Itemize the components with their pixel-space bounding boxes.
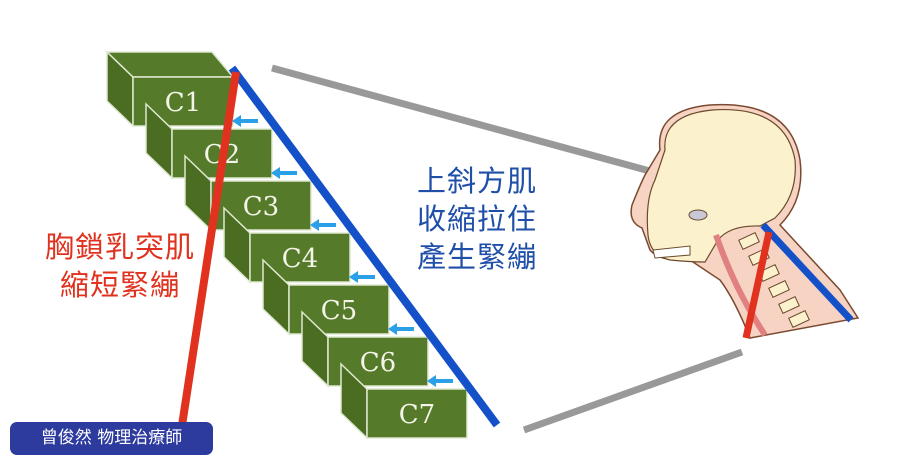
scm-label-line: 胸鎖乳突肌	[44, 230, 195, 264]
vertebra-block: C1	[105, 50, 235, 128]
arrow-left-icon	[349, 271, 375, 283]
trapezius-label-line: 產生緊繃	[416, 240, 537, 274]
vertebra-label: C6	[360, 348, 396, 378]
scm-label-line: 縮短緊繃	[59, 268, 180, 302]
arrow-left-icon	[232, 115, 258, 127]
scm-label: 胸鎖乳突肌 縮短緊繃	[40, 228, 200, 304]
trapezius-label-line: 上斜方肌	[416, 164, 537, 198]
arrow-left-icon	[310, 219, 336, 231]
head-trapezius-line	[760, 222, 854, 323]
arrow-left-icon	[388, 323, 414, 335]
vertebra-label: C7	[399, 400, 435, 430]
trapezius-label-line: 收縮拉住	[416, 202, 537, 236]
head-scm-line	[742, 231, 773, 339]
arrow-group	[232, 115, 453, 387]
vertebra-label: C3	[243, 192, 279, 222]
head-skull-illustration	[630, 103, 860, 339]
arrow-left-icon	[427, 375, 453, 387]
author-badge: 曾俊然 物理治療師	[10, 422, 213, 455]
scm-line	[177, 71, 240, 433]
connector-line-bottom	[522, 348, 744, 434]
vertebra-block: C7	[340, 362, 468, 440]
trapezius-label: 上斜方肌 收縮拉住 產生緊繃	[412, 162, 542, 276]
arrow-left-icon	[271, 167, 297, 179]
vertebra-label: C1	[165, 88, 201, 118]
vertebra-label: C5	[321, 296, 357, 326]
vertebra-label: C4	[282, 244, 318, 274]
trapezius-line	[228, 65, 501, 428]
